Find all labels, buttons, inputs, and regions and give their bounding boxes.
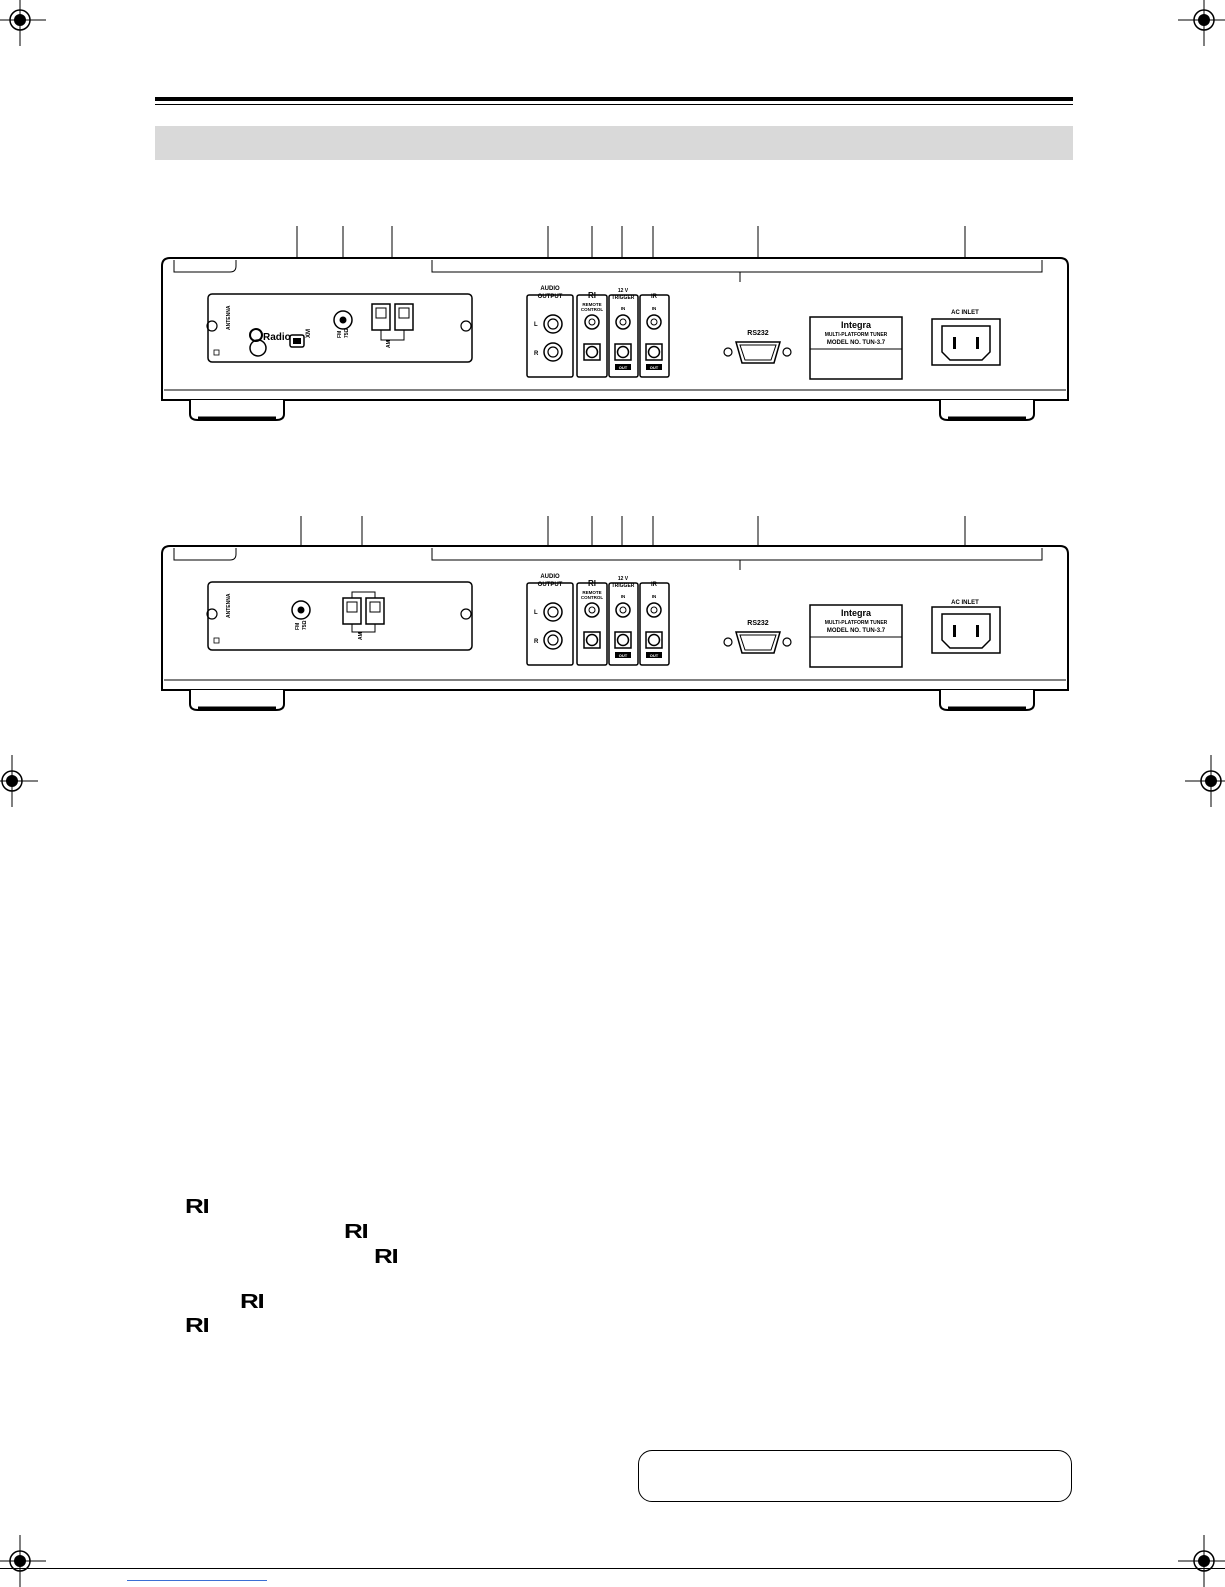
footer-link-underline[interactable] bbox=[127, 1580, 267, 1581]
registration-mark-mid-right bbox=[1185, 755, 1225, 807]
trigger-in-label: IN bbox=[621, 306, 626, 311]
audio-output-r-jack[interactable] bbox=[543, 342, 563, 362]
brand-label: Integra bbox=[841, 320, 872, 330]
control-label: CONTROL bbox=[581, 307, 603, 312]
ri-remote-control-jack-2[interactable] bbox=[585, 345, 599, 359]
footer-rule bbox=[0, 1568, 1225, 1569]
antenna-label: ANTENNA bbox=[226, 593, 232, 618]
antenna-label: ANTENNA bbox=[226, 305, 232, 330]
xm-logo-icon bbox=[249, 339, 267, 357]
trigger-in-jack[interactable] bbox=[615, 602, 631, 618]
remote-label: REMOTE bbox=[582, 590, 601, 595]
trigger-out-jack[interactable] bbox=[616, 345, 630, 359]
ir-out-label: OUT bbox=[650, 653, 659, 658]
trigger-out-label: OUT bbox=[619, 365, 628, 370]
channel-l-label: L bbox=[534, 610, 538, 616]
ri-symbol-3: RI bbox=[374, 1246, 399, 1268]
fm-ohms-label: 75Ω bbox=[344, 328, 350, 338]
trigger-in-label: IN bbox=[621, 594, 626, 599]
brand-label: Integra bbox=[841, 608, 872, 618]
ir-out-jack[interactable] bbox=[647, 345, 661, 359]
fm-ohms-label: 75Ω bbox=[302, 620, 308, 630]
audio-output-l-jack[interactable] bbox=[543, 602, 563, 622]
trigger-out-label: OUT bbox=[619, 653, 628, 658]
model-label-plate bbox=[809, 316, 903, 380]
trigger-label-line2: TRIGGER bbox=[612, 295, 635, 301]
xm-label: XM bbox=[306, 329, 312, 338]
ir-in-label: IN bbox=[652, 594, 657, 599]
registration-mark-bottom-right bbox=[1178, 1535, 1225, 1587]
ir-label: IR bbox=[651, 294, 658, 300]
remote-label: REMOTE bbox=[582, 302, 601, 307]
am-label: AM bbox=[386, 340, 392, 348]
rs232-label: RS232 bbox=[747, 620, 769, 627]
header-rule-thick bbox=[155, 97, 1073, 101]
section-title-band bbox=[155, 126, 1073, 160]
fm-label: FM bbox=[337, 331, 343, 338]
ac-inlet-label: AC INLET bbox=[951, 310, 979, 316]
registration-mark-mid-left bbox=[0, 755, 38, 807]
rs232-port[interactable] bbox=[735, 631, 781, 654]
ir-in-jack[interactable] bbox=[646, 314, 662, 330]
fm-label: FM bbox=[295, 623, 301, 630]
ri-remote-control-jack-2[interactable] bbox=[585, 633, 599, 647]
control-label: CONTROL bbox=[581, 595, 603, 600]
am-label: AM bbox=[358, 632, 364, 640]
trigger-label: 12 V bbox=[618, 288, 629, 294]
rs232-label: RS232 bbox=[747, 330, 769, 337]
channel-l-label: L bbox=[534, 322, 538, 328]
ri-label: RI bbox=[588, 291, 596, 300]
trigger-label: 12 V bbox=[618, 576, 629, 582]
ir-out-jack[interactable] bbox=[647, 633, 661, 647]
ac-inlet-label: AC INLET bbox=[951, 600, 979, 606]
note-box bbox=[638, 1450, 1072, 1502]
audio-output-label-line2: OUTPUT bbox=[538, 294, 563, 300]
audio-output-label: AUDIO bbox=[540, 574, 560, 580]
ir-in-label: IN bbox=[652, 306, 657, 311]
audio-output-r-jack[interactable] bbox=[543, 630, 563, 650]
ri-symbol-5: RI bbox=[185, 1315, 210, 1337]
product-line-label: MULTI-PLATFORM TUNER bbox=[825, 620, 888, 626]
audio-output-l-jack[interactable] bbox=[543, 314, 563, 334]
header-rule-thin bbox=[155, 104, 1073, 105]
rear-panel-bottom: ANTENNA FM 75Ω AM AUDIO OUTPUT L R RI RE… bbox=[161, 516, 1069, 711]
registration-mark-top-left bbox=[0, 0, 46, 46]
ir-out-label: OUT bbox=[650, 365, 659, 370]
registration-mark-top-right bbox=[1178, 0, 1225, 46]
model-label-plate bbox=[809, 604, 903, 668]
rs232-port[interactable] bbox=[735, 341, 781, 364]
hd-radio-label: Radio bbox=[263, 332, 291, 343]
ri-symbol-1: RI bbox=[185, 1196, 210, 1218]
audio-output-label: AUDIO bbox=[540, 286, 560, 292]
ri-remote-control-jack-1[interactable] bbox=[584, 314, 600, 330]
trigger-label-line2: TRIGGER bbox=[612, 583, 635, 589]
channel-r-label: R bbox=[534, 639, 539, 645]
audio-output-label-line2: OUTPUT bbox=[538, 582, 563, 588]
ri-label: RI bbox=[588, 579, 596, 588]
product-line-label: MULTI-PLATFORM TUNER bbox=[825, 332, 888, 338]
registration-mark-bottom-left bbox=[0, 1535, 46, 1587]
trigger-in-jack[interactable] bbox=[615, 314, 631, 330]
trigger-out-jack[interactable] bbox=[616, 633, 630, 647]
model-number-label: MODEL NO. TUN-3.7 bbox=[827, 340, 886, 346]
channel-r-label: R bbox=[534, 351, 539, 357]
model-number-label: MODEL NO. TUN-3.7 bbox=[827, 628, 886, 634]
rear-panel-top: ANTENNA Radio XM FM 75Ω AM AUDIO OUTPUT … bbox=[161, 226, 1069, 421]
ri-symbol-2: RI bbox=[344, 1221, 369, 1243]
ir-in-jack[interactable] bbox=[646, 602, 662, 618]
ri-symbol-4: RI bbox=[240, 1291, 265, 1313]
ri-remote-control-jack-1[interactable] bbox=[584, 602, 600, 618]
ir-label: IR bbox=[651, 582, 658, 588]
